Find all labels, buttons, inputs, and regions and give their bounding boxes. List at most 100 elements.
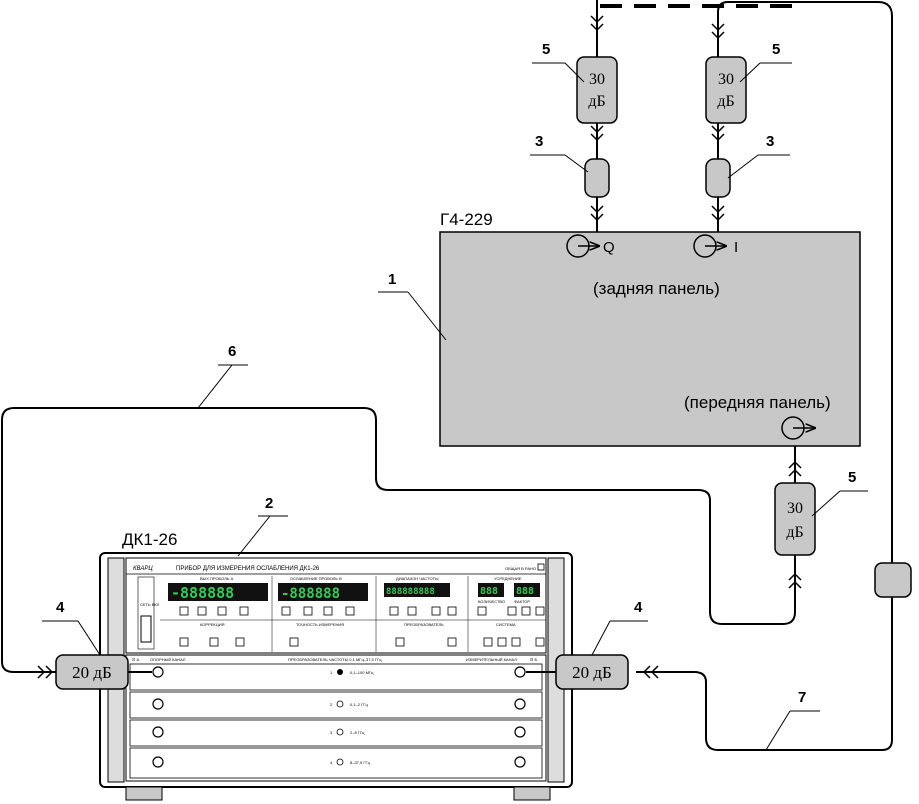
att-value: 30 <box>718 71 734 88</box>
connector-left[interactable] <box>152 698 164 710</box>
front-port <box>781 416 815 440</box>
attenuator-20db-right: 20 дБ <box>526 654 629 690</box>
panel-button[interactable] <box>407 606 417 616</box>
port-i: I <box>693 234 738 258</box>
callout-6: 6 <box>228 343 236 360</box>
att-20-text: 20 дБ <box>72 663 112 682</box>
instrument-model-label: ДК1-26 <box>122 530 177 549</box>
callout-1: 1 <box>388 271 396 288</box>
panel-button[interactable] <box>447 637 457 647</box>
section-b-label: ОСЛАБЛЕНИЕ ПРОВОЛЬ В <box>290 576 342 581</box>
panel-button[interactable] <box>179 606 189 616</box>
panel-button[interactable] <box>507 606 517 616</box>
panel-button[interactable] <box>239 606 249 616</box>
section-corr-label: КОРРЕКЦИЯ <box>200 622 225 627</box>
panel-button[interactable] <box>323 606 333 616</box>
panel-button[interactable] <box>483 637 493 647</box>
callout-3-right: 3 <box>766 133 774 150</box>
cable-connector <box>874 562 912 598</box>
panel-button[interactable] <box>345 606 355 616</box>
sub-avg-right: ФАКТОР <box>514 599 530 604</box>
panel-button[interactable] <box>289 637 299 647</box>
att-value: 30 <box>787 500 803 517</box>
sub-avg-left: КОЛИЧЕСТВО <box>478 599 505 604</box>
callout-3-left: 3 <box>535 133 543 150</box>
section-avg-label: УСРЕДНЕНИЕ <box>494 576 522 581</box>
connector-left[interactable] <box>152 726 164 738</box>
panel-button[interactable] <box>477 606 487 616</box>
connector-right[interactable] <box>514 726 526 738</box>
callout-5-left: 5 <box>542 41 550 58</box>
section-system-label: СИСТЕМА <box>496 622 516 627</box>
panel-button[interactable] <box>281 606 291 616</box>
cable-7-head <box>642 665 659 679</box>
generator-model-label: Г4-229 <box>440 210 493 229</box>
instrument-front-panel <box>125 557 547 654</box>
band-range: 2–8 ГГц <box>350 730 365 735</box>
instrument-title: ПРИБОР ДЛЯ ИЗМЕРЕНИЯ ОСЛАБЛЕНИЯ ДК1-26 <box>176 566 320 572</box>
panel-button[interactable] <box>179 637 189 647</box>
port-q-letter: Q <box>603 239 615 256</box>
band-num: 4 <box>330 760 333 765</box>
section-accuracy-label: ТОЧНОСТЬ ИЗМЕРЕНИЯ <box>296 622 344 627</box>
panel-button[interactable] <box>389 606 399 616</box>
panel-button[interactable] <box>217 606 227 616</box>
panel-button[interactable] <box>497 637 507 647</box>
panel-button[interactable] <box>511 637 521 647</box>
panel-button[interactable] <box>235 637 245 647</box>
front-panel-label: (передняя панель) <box>684 393 831 412</box>
callout-2: 2 <box>265 495 273 512</box>
band-range: 0,1–100 МГц <box>350 670 374 675</box>
band-indicator-active <box>337 669 343 675</box>
panel-button[interactable] <box>197 606 207 616</box>
band-row: 1 0,1–100 МГц <box>129 663 543 691</box>
connector-left[interactable] <box>152 666 164 678</box>
callout-4-left: 4 <box>56 599 65 616</box>
display-freq: 888888888 <box>386 587 435 597</box>
band-indicator <box>336 700 344 708</box>
display-b: -888888 <box>281 586 340 602</box>
callout-5-front: 5 <box>848 469 856 486</box>
band-row: 3 2–8 ГГц <box>129 719 543 747</box>
panel-button[interactable] <box>535 637 545 647</box>
section-a-label: ВЫХ ПРОБОЛЬ А <box>200 576 234 581</box>
front-output-chain <box>788 446 802 612</box>
adapter-right <box>705 158 731 198</box>
cable-7 <box>636 597 893 751</box>
port-i-letter: I <box>734 239 738 256</box>
panel-button[interactable] <box>209 637 219 647</box>
panel-buttons <box>179 606 545 647</box>
connector-right[interactable] <box>514 698 526 710</box>
generator-g4-229: Г4-229 Q I (задняя панель) (передняя пан… <box>439 210 861 447</box>
att-20-text: 20 дБ <box>572 663 612 682</box>
connector-right[interactable] <box>514 756 526 768</box>
panel-button[interactable] <box>447 606 457 616</box>
power-label: СЕТЬ ВКЛ <box>140 602 160 607</box>
callout-7: 7 <box>798 689 806 706</box>
port-b-label: ⊡ Б <box>530 657 537 662</box>
band-range: 0,1–2 ГГц <box>350 702 368 707</box>
attenuator-30db-left: 30 дБ <box>576 56 618 124</box>
band-row: 2 0,1–2 ГГц <box>129 691 543 719</box>
callout-5-right: 5 <box>772 41 780 58</box>
channel-meas-label: ИЗМЕРИТЕЛЬНЫЙ КАНАЛ <box>466 657 517 662</box>
panel-button[interactable] <box>303 606 313 616</box>
rear-panel-label: (задняя панель) <box>593 279 720 298</box>
band-num: 3 <box>330 730 333 735</box>
panel-button[interactable] <box>535 606 545 616</box>
att-value: 30 <box>589 71 605 88</box>
panel-button[interactable] <box>431 606 441 616</box>
connector-left[interactable] <box>152 756 164 768</box>
band-row: 4 8–37,5 ГГц <box>129 747 543 779</box>
port-a-label: ⊡ А <box>132 657 139 662</box>
att-unit: дБ <box>717 93 734 110</box>
panel-button[interactable] <box>395 637 405 647</box>
panel-button[interactable] <box>521 606 531 616</box>
connector-right[interactable] <box>514 666 526 678</box>
display-factor: 888 <box>516 586 534 597</box>
band-num: 2 <box>330 702 333 707</box>
channel-ref-label: ОПОРНЫЙ КАНАЛ <box>150 657 186 662</box>
power-switch[interactable] <box>140 615 152 643</box>
cable-right-top <box>711 1 893 564</box>
